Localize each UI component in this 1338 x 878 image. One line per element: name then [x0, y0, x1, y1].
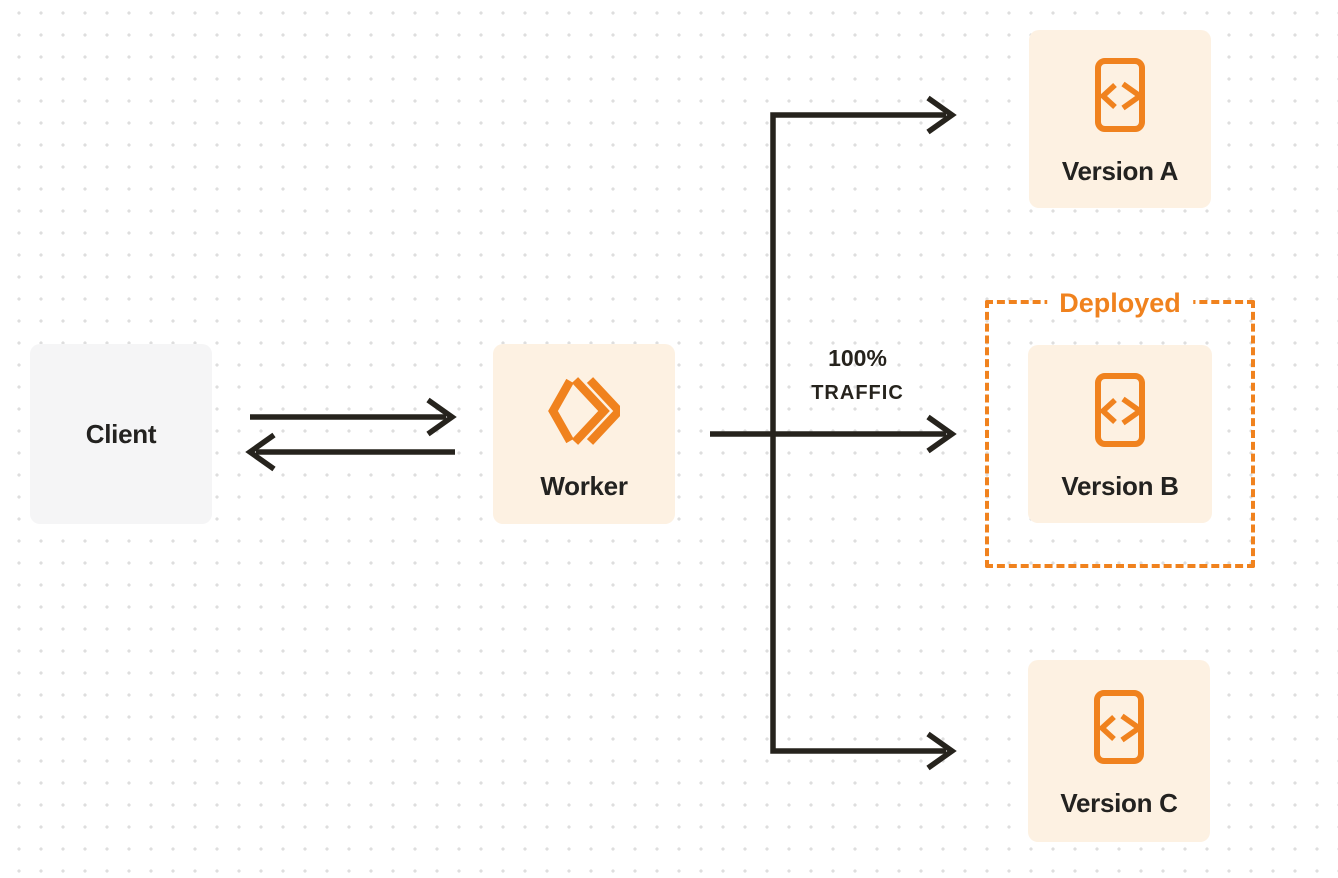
traffic-percent-label: 100%	[828, 345, 887, 371]
arrowhead-version-b-icon	[926, 414, 957, 454]
code-file-icon	[1094, 690, 1144, 764]
node-client: Client	[30, 344, 212, 524]
code-file-icon	[1095, 58, 1145, 132]
arrowhead-version-a-icon	[926, 95, 957, 135]
traffic-word-label: TRAFFIC	[811, 382, 904, 404]
node-version-a: Version A	[1029, 30, 1211, 208]
arrowhead-version-c-icon	[926, 731, 957, 771]
version-c-label: Version C	[1060, 788, 1178, 818]
client-to-worker-arrow	[250, 397, 457, 437]
node-worker: Worker	[493, 344, 675, 524]
node-version-c: Version C	[1028, 660, 1210, 842]
client-label: Client	[85, 419, 157, 449]
deployed-group: Deployed	[985, 287, 1255, 568]
cloudflare-workers-logo-icon	[548, 376, 620, 445]
worker-label: Worker	[540, 470, 628, 501]
deployed-label: Deployed	[1047, 287, 1193, 320]
node-version-b: Version B	[1028, 345, 1212, 523]
code-file-icon	[1095, 373, 1145, 447]
version-a-label: Version A	[1061, 156, 1179, 186]
traffic-annotation: 100% TRAFFIC	[790, 345, 925, 404]
arrowhead-left-icon	[245, 432, 276, 472]
version-b-label: Version B	[1061, 471, 1179, 501]
worker-to-client-arrow	[245, 432, 455, 472]
arrowhead-right-icon	[426, 397, 457, 437]
